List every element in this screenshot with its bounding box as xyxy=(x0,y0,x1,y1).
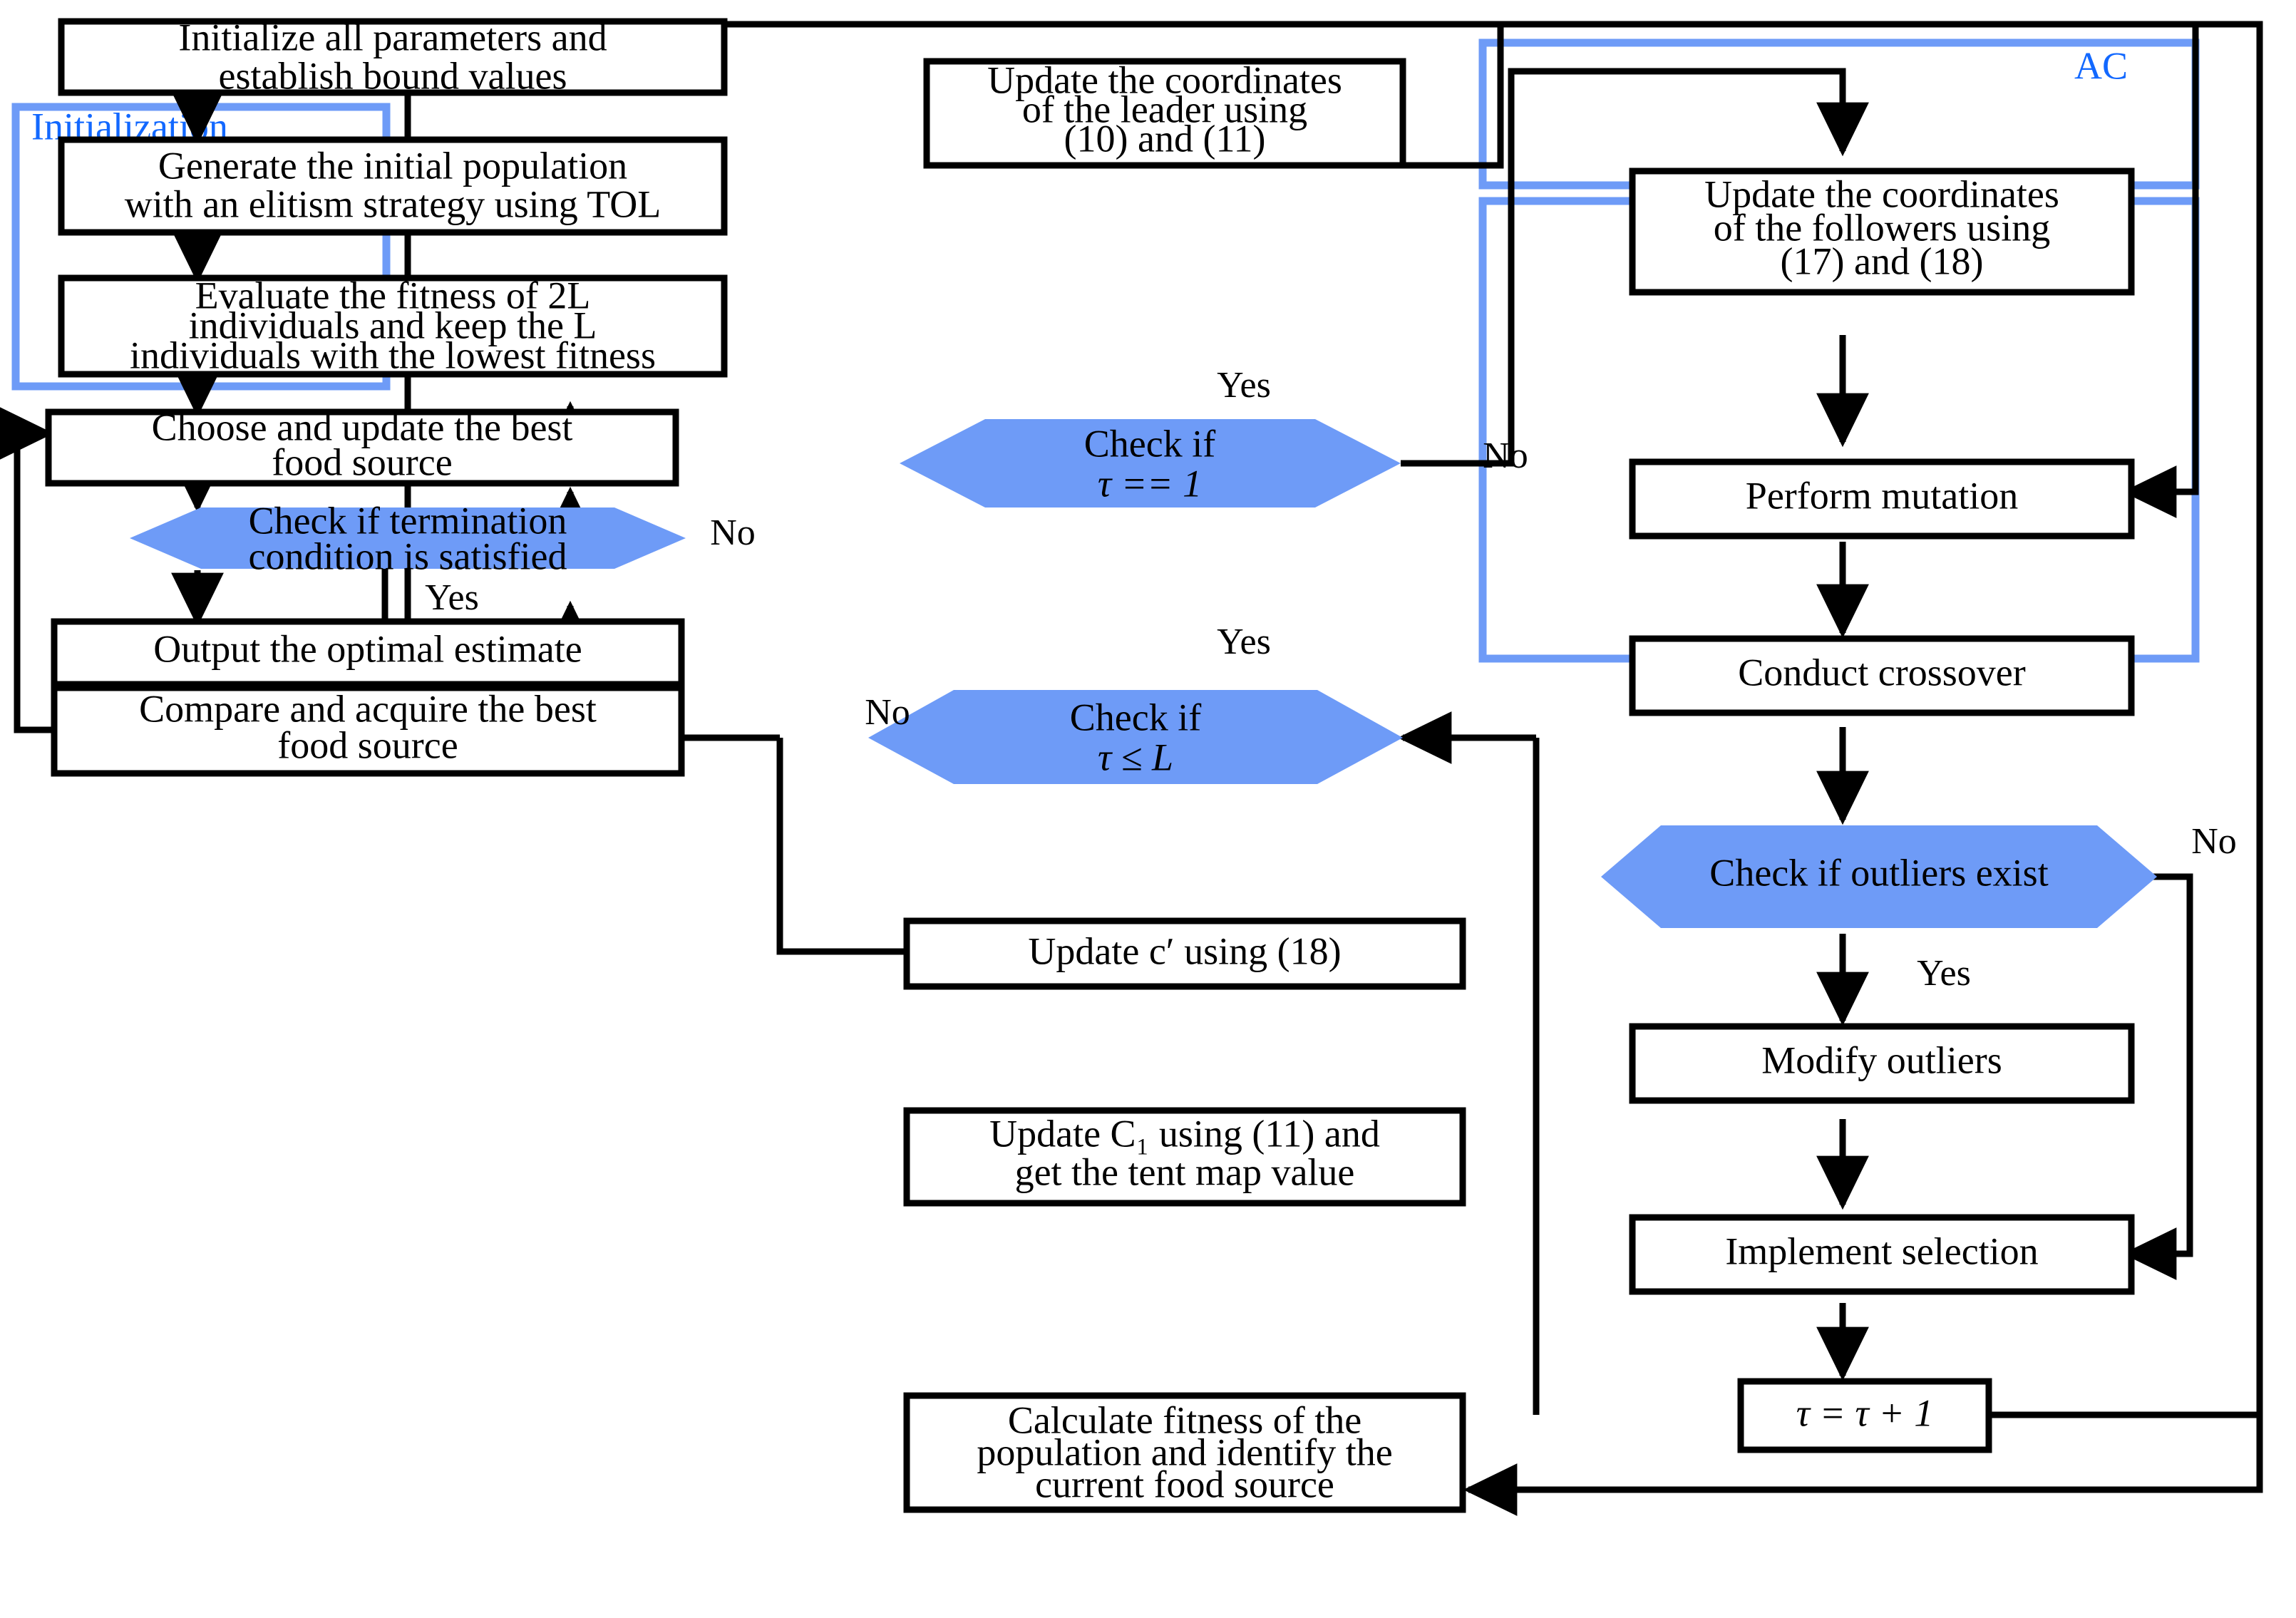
edge-compare-to-choose xyxy=(0,407,54,733)
node-update-leader[interactable]: Update the coordinates of the leader usi… xyxy=(923,58,1406,169)
node-update-leader-line-2: (10) and (11) xyxy=(1064,117,1266,160)
node-update-c1-line-1: get the tent map value xyxy=(1015,1150,1355,1193)
node-evaluate-fitness-line-2: individuals with the lowest fitness xyxy=(130,334,656,376)
node-evaluate-fitness[interactable]: Evaluate the fitness of 2L individuals a… xyxy=(58,274,728,378)
node-check-termination[interactable]: Check if termination condition is satisf… xyxy=(130,499,686,577)
node-output-optimal[interactable]: Output the optimal estimate xyxy=(51,618,685,688)
node-choose-best[interactable]: Choose and update the best food source xyxy=(45,406,679,487)
node-init-params[interactable]: Initialize all parameters and establish … xyxy=(58,16,728,97)
node-choose-best-line-0: Choose and update the best xyxy=(152,406,573,448)
node-check-termination-line-0: Check if termination xyxy=(249,499,567,542)
node-calc-fitness-line-1: population and identify the xyxy=(977,1431,1392,1473)
edge-label-termination-yes: Yes xyxy=(425,577,479,618)
node-update-followers-line-1: of the followers using xyxy=(1714,206,2050,249)
node-conduct-crossover[interactable]: Conduct crossover xyxy=(1629,635,2135,716)
node-update-leader-line-0: Update the coordinates xyxy=(987,58,1342,101)
node-perform-mutation-line-0: Perform mutation xyxy=(1746,474,2018,517)
node-implement-selection[interactable]: Implement selection xyxy=(1629,1214,2135,1295)
node-calc-fitness-line-2: current food source xyxy=(1035,1463,1334,1505)
node-evaluate-fitness-line-0: Evaluate the fitness of 2L xyxy=(195,274,591,316)
node-tau-increment[interactable]: τ = τ + 1 xyxy=(1737,1378,1992,1453)
node-modify-outliers-line-0: Modify outliers xyxy=(1761,1039,2002,1081)
edge-bottom-rail-to-calc xyxy=(1463,1415,2263,1516)
node-check-tau-le-L-line-1: τ ≤ L xyxy=(1098,736,1173,778)
edge-label-tau-eq-1-no: No xyxy=(1483,436,1528,476)
node-check-tau-eq-1-line-0: Check if xyxy=(1084,422,1215,465)
edge-rail2-to-mutation xyxy=(2122,24,2199,518)
edge-label-tau-le-L-yes: Yes xyxy=(1217,622,1271,662)
node-update-c1[interactable]: Update C₁ using (11) and get the tent ma… xyxy=(903,1107,1466,1207)
node-update-leader-line-1: of the leader using xyxy=(1022,88,1307,130)
node-output-optimal-line-0: Output the optimal estimate xyxy=(153,627,582,670)
node-calc-fitness[interactable]: Calculate fitness of the population and … xyxy=(903,1392,1466,1513)
node-generate-pop[interactable]: Generate the initial population with an … xyxy=(58,136,728,236)
node-check-tau-eq-1[interactable]: Check if τ == 1 xyxy=(900,419,1401,507)
node-conduct-crossover-line-0: Conduct crossover xyxy=(1738,651,2025,694)
node-calc-fitness-line-0: Calculate fitness of the xyxy=(1008,1398,1361,1441)
node-evaluate-fitness-line-1: individuals and keep the L xyxy=(189,304,597,346)
node-check-outliers-line-0: Check if outliers exist xyxy=(1709,851,2048,894)
node-tau-increment-line-0: τ = τ + 1 xyxy=(1796,1391,1934,1434)
node-check-termination-line-1: condition is satisfied xyxy=(249,535,567,577)
edge-tau1-no-to-followers xyxy=(1401,68,1869,467)
node-implement-selection-line-0: Implement selection xyxy=(1725,1230,2038,1272)
edge-outer-top-rail xyxy=(408,21,2263,1415)
node-check-outliers[interactable]: Check if outliers exist xyxy=(1601,825,2157,928)
edge-label-tau-eq-1-yes: Yes xyxy=(1217,365,1271,406)
node-init-params-line-0: Initialize all parameters and xyxy=(178,16,607,58)
node-compare-acquire-line-1: food source xyxy=(277,723,458,766)
node-update-followers-line-2: (17) and (18) xyxy=(1781,239,1984,282)
edge-outliers-no xyxy=(2122,873,2193,1280)
edge-label-outliers-no: No xyxy=(2191,821,2237,862)
edge-label-outliers-yes: Yes xyxy=(1917,953,1971,994)
node-compare-acquire-line-0: Compare and acquire the best xyxy=(139,687,597,730)
node-update-c1-line-0: Update C₁ using (11) and xyxy=(989,1112,1380,1155)
node-choose-best-line-1: food source xyxy=(272,440,452,483)
node-init-params-line-1: establish bound values xyxy=(219,54,567,97)
node-generate-pop-line-1: with an elitism strategy using TOL xyxy=(125,182,661,225)
node-check-tau-le-L-line-0: Check if xyxy=(1070,696,1201,738)
edge-label-tau-le-L-no: No xyxy=(865,692,910,733)
node-update-followers-line-0: Update the coordinates xyxy=(1704,172,2059,215)
node-generate-pop-line-0: Generate the initial population xyxy=(158,144,627,187)
node-compare-acquire[interactable]: Compare and acquire the best food source xyxy=(51,684,685,777)
group-label-ac: AC xyxy=(2074,44,2128,87)
node-update-followers[interactable]: Update the coordinates of the followers … xyxy=(1629,168,2135,296)
node-check-tau-eq-1-line-1: τ == 1 xyxy=(1098,462,1202,505)
node-update-c-prime-line-0: Update c′ using (18) xyxy=(1028,929,1341,972)
node-perform-mutation[interactable]: Perform mutation xyxy=(1629,458,2135,540)
node-check-tau-le-L[interactable]: Check if τ ≤ L xyxy=(868,690,1403,784)
node-modify-outliers[interactable]: Modify outliers xyxy=(1629,1023,2135,1104)
node-update-c-prime[interactable]: Update c′ using (18) xyxy=(903,917,1466,990)
edge-label-termination-no: No xyxy=(710,512,756,553)
